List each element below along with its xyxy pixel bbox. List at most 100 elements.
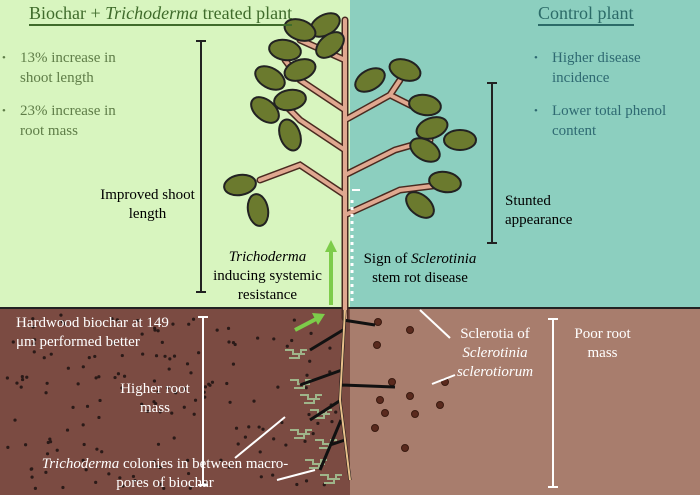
soil-particle xyxy=(186,458,190,462)
soil-particle xyxy=(185,362,190,366)
soil-particle xyxy=(118,476,122,480)
soil-particle xyxy=(11,340,15,344)
soil-particle xyxy=(45,381,49,385)
leaf xyxy=(315,31,345,59)
pointer-arrows xyxy=(234,189,456,481)
soil-particle xyxy=(48,440,53,444)
soil-particle xyxy=(120,386,124,390)
soil-particle xyxy=(100,450,104,454)
leaf xyxy=(254,65,286,91)
soil-particle xyxy=(231,362,236,366)
soil-particle xyxy=(227,465,232,469)
soil-particle xyxy=(304,386,308,390)
soil-particle xyxy=(308,359,312,363)
soil-particle xyxy=(162,486,166,490)
soil-particle xyxy=(285,344,289,348)
soil-particle xyxy=(215,328,219,332)
trichoderma-colony xyxy=(300,394,322,404)
soil-particle xyxy=(116,372,121,376)
soil-particle xyxy=(60,319,64,324)
sclerotium xyxy=(401,444,409,452)
soil-particle xyxy=(210,380,215,384)
leaf xyxy=(273,88,307,112)
soil-particle xyxy=(122,374,127,378)
soil-particle xyxy=(172,354,177,358)
soil-particle xyxy=(6,445,10,449)
stunted-bracket xyxy=(487,82,497,244)
soil-particle xyxy=(191,317,196,321)
soil-particle xyxy=(140,402,144,406)
soil-particle xyxy=(140,332,144,336)
control-plant-title: Control plant xyxy=(538,2,634,26)
soil-particle xyxy=(76,382,80,386)
soil-particle xyxy=(219,458,223,462)
soil-particle xyxy=(307,412,311,417)
leaf xyxy=(223,173,257,197)
root-mass-bracket xyxy=(198,316,208,486)
soil-particle xyxy=(115,318,120,322)
bullet-root-mass: 23% increase in root mass xyxy=(0,101,130,141)
soil-particle xyxy=(174,391,178,395)
soil-particle xyxy=(13,418,17,422)
soil-particle xyxy=(233,342,237,347)
soil-particle xyxy=(44,391,48,395)
soil-particle xyxy=(256,336,260,340)
control-soil xyxy=(350,308,700,495)
soil-particle xyxy=(280,420,284,425)
soil-particle xyxy=(110,317,114,321)
soil-particle xyxy=(272,337,276,341)
sclerotia xyxy=(371,318,449,452)
soil-particle xyxy=(32,341,36,346)
soil-particle xyxy=(153,328,157,332)
soil-particle xyxy=(20,377,25,382)
soil-particle xyxy=(71,405,75,409)
sclerotium xyxy=(381,409,389,417)
leaf xyxy=(409,137,441,163)
soil-particle xyxy=(163,354,167,358)
soil-particle xyxy=(141,352,145,356)
trichoderma-colony xyxy=(285,349,307,359)
sclerotium xyxy=(411,410,419,418)
soil-particle xyxy=(45,452,50,456)
soil-particle xyxy=(44,470,48,474)
soil-particle xyxy=(97,375,101,379)
soil-particle xyxy=(152,460,156,464)
leaf xyxy=(415,116,449,140)
trichoderma-colony xyxy=(320,474,342,484)
soil-particle xyxy=(187,322,191,326)
soil-particle xyxy=(66,366,70,370)
leaf xyxy=(283,58,317,82)
leaf xyxy=(246,193,270,227)
soil-particle xyxy=(292,318,296,322)
improved-shoot-label: Improved shoot length xyxy=(100,187,195,222)
treated-plant-title: Biochar + Trichoderma treated plant xyxy=(29,2,293,26)
soil-particle xyxy=(170,411,174,415)
bullet-phenol: Lower total phenol content xyxy=(532,101,700,141)
leaf xyxy=(428,170,462,194)
soil-particles xyxy=(5,313,338,490)
soil-particle xyxy=(252,399,256,403)
leaf xyxy=(268,38,302,62)
soil-particle xyxy=(15,381,19,385)
soil-particle xyxy=(81,365,85,369)
soil-particle xyxy=(165,385,170,390)
soil-particle xyxy=(97,415,101,420)
soil-particle xyxy=(156,464,160,468)
soil-particle xyxy=(85,404,90,408)
leaf xyxy=(388,58,422,82)
soil-particle xyxy=(276,385,280,389)
soil-particle xyxy=(23,443,28,447)
soil-particle xyxy=(182,387,187,391)
soil-particle xyxy=(257,425,261,429)
poor-root-label: Poor root mass xyxy=(574,326,631,361)
soil-particle xyxy=(272,437,276,441)
soil-particle xyxy=(120,353,124,358)
leaf xyxy=(354,67,386,93)
soil-particle xyxy=(261,427,265,431)
biochar-note: Hardwood biochar at 149 μm performed bet… xyxy=(16,315,169,350)
soil-particle xyxy=(107,472,111,476)
soil-particle xyxy=(171,322,175,326)
